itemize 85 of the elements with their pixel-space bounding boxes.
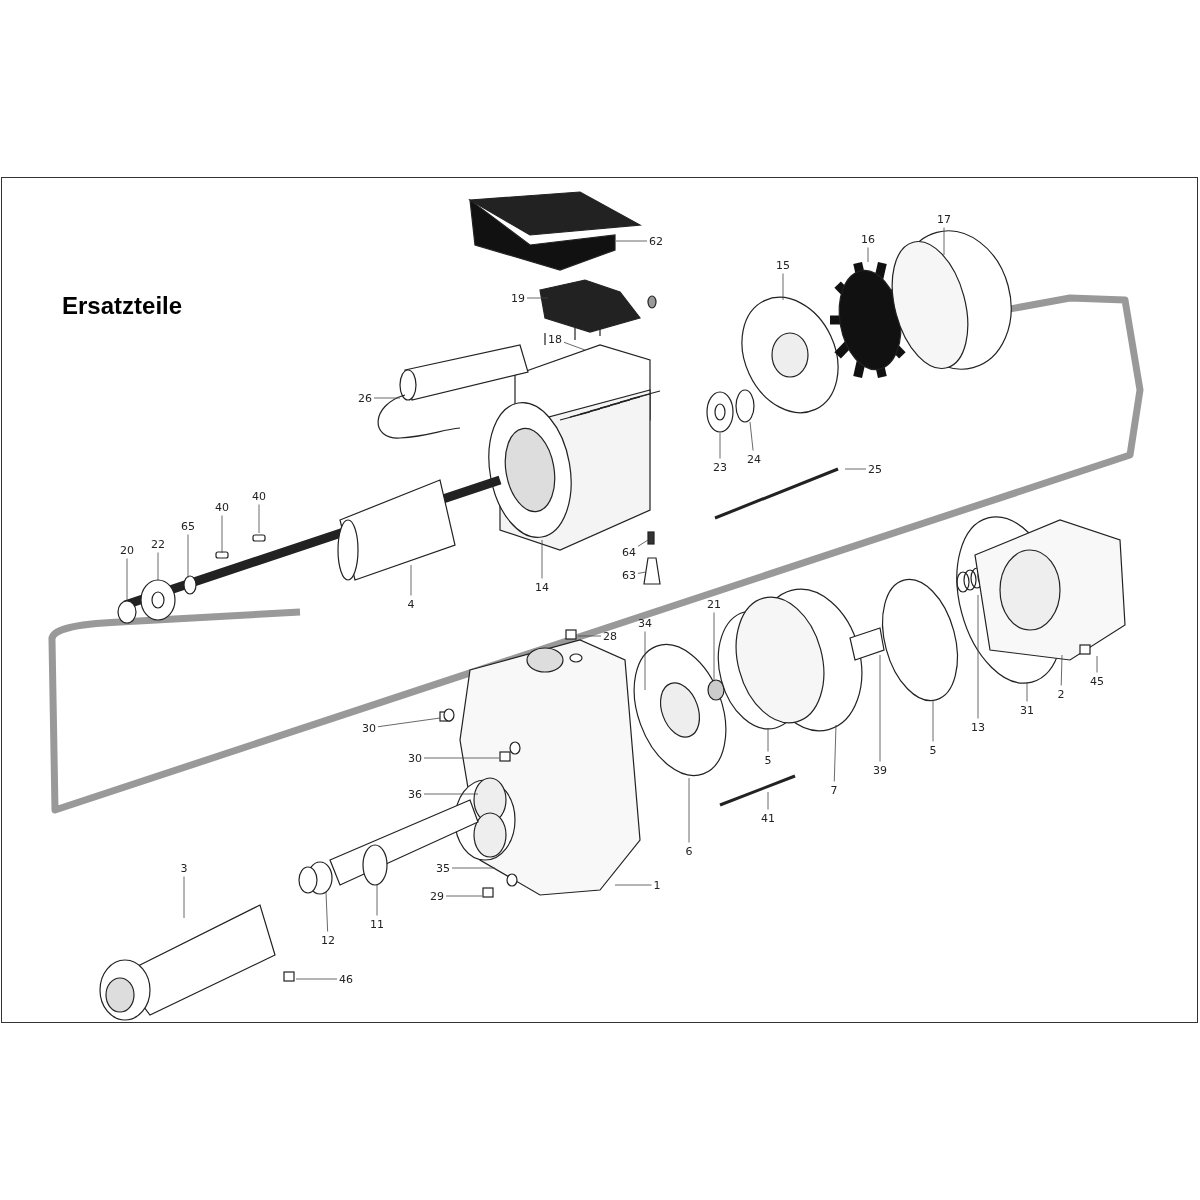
- leader-line: [563, 341, 586, 351]
- leader-line: [541, 539, 543, 579]
- leader-line: [187, 534, 189, 579]
- callout-number: 13: [971, 720, 985, 734]
- callout-number: 12: [321, 933, 335, 947]
- leader-line: [377, 717, 441, 728]
- leader-line: [719, 432, 721, 459]
- leader-line: [526, 297, 549, 299]
- leader-line: [615, 240, 648, 242]
- callout-number: 21: [707, 597, 721, 611]
- callout-number: 30: [408, 751, 422, 765]
- leader-line: [445, 895, 483, 897]
- callout-number: 46: [339, 972, 353, 986]
- leader-line: [1026, 681, 1028, 702]
- leader-line: [577, 635, 602, 637]
- callout-number: 20: [120, 543, 134, 557]
- leader-line: [410, 564, 412, 596]
- callout-number: 23: [713, 460, 727, 474]
- leader-line: [325, 891, 329, 932]
- callout-number: 7: [830, 783, 838, 797]
- callout-number: 14: [535, 580, 549, 594]
- callout-number: 41: [761, 811, 775, 825]
- leader-line: [844, 468, 867, 470]
- leader-line: [767, 727, 769, 752]
- callout-number: 39: [873, 763, 887, 777]
- callout-number: 28: [603, 629, 617, 643]
- callout-number: 15: [776, 258, 790, 272]
- leader-line: [637, 571, 647, 574]
- callout-number: 64: [622, 545, 636, 559]
- leader-line: [713, 612, 715, 681]
- leader-line: [867, 247, 869, 263]
- callout-number: 25: [868, 462, 882, 476]
- leader-line: [423, 757, 500, 759]
- leader-line: [423, 793, 479, 795]
- leader-line: [1060, 654, 1063, 686]
- callout-number: 40: [215, 500, 229, 514]
- callout-number: 30: [362, 721, 376, 735]
- leader-line: [126, 558, 128, 601]
- leader-line: [373, 397, 401, 399]
- callout-number: 16: [861, 232, 875, 246]
- callout-number: 26: [358, 391, 372, 405]
- callout-number: 1: [653, 878, 661, 892]
- leader-line: [977, 594, 979, 719]
- callout-number: 40: [252, 489, 266, 503]
- leader-line: [295, 978, 338, 980]
- leader-line: [376, 883, 378, 916]
- leader-line: [879, 654, 881, 762]
- callout-number: 31: [1020, 703, 1034, 717]
- callout-number: 36: [408, 787, 422, 801]
- leader-line: [221, 515, 223, 554]
- leader-line: [157, 552, 159, 581]
- leader-line: [767, 791, 769, 810]
- callout-number: 5: [764, 753, 772, 767]
- callout-number: 19: [511, 291, 525, 305]
- callout-number: 18: [548, 332, 562, 346]
- callout-number: 5: [929, 743, 937, 757]
- leader-line: [932, 699, 934, 742]
- leader-line: [943, 227, 945, 256]
- leader-line: [614, 884, 652, 886]
- leader-line: [833, 724, 837, 782]
- leader-line: [451, 867, 496, 869]
- callout-number: 62: [649, 234, 663, 248]
- callout-number: 11: [370, 917, 384, 931]
- callout-number: 45: [1090, 674, 1104, 688]
- leader-line: [637, 539, 649, 547]
- leader-line: [749, 421, 754, 451]
- callout-number: 17: [937, 212, 951, 226]
- leader-line: [688, 777, 690, 843]
- title: Ersatzteile: [62, 292, 183, 320]
- callout-number: 24: [747, 452, 761, 466]
- callout-number: 4: [407, 597, 415, 611]
- callout-number: 35: [436, 861, 450, 875]
- callout-number: 29: [430, 889, 444, 903]
- callout-number: 2: [1057, 687, 1065, 701]
- leader-line: [644, 631, 646, 691]
- callout-number: 63: [622, 568, 636, 582]
- callout-number: 65: [181, 519, 195, 533]
- leader-line: [258, 504, 260, 534]
- leader-line: [782, 273, 784, 301]
- callout-number: 3: [180, 861, 188, 875]
- callout-number: 34: [638, 616, 652, 630]
- callout-number: 6: [685, 844, 693, 858]
- leader-line: [1096, 655, 1098, 673]
- callout-number: 22: [151, 537, 165, 551]
- leader-line: [183, 876, 185, 919]
